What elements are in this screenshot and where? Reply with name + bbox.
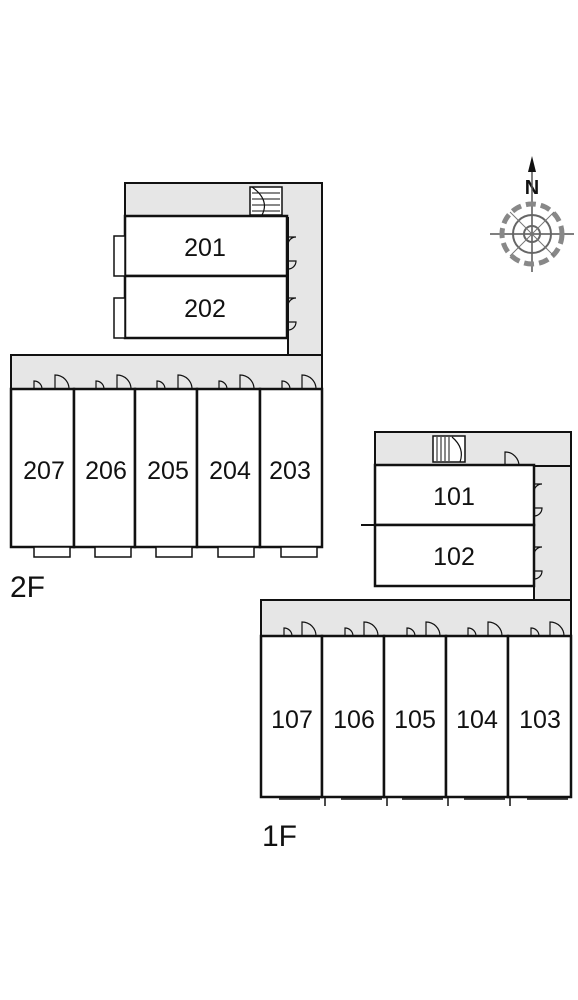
unit-label-107: 107 <box>271 706 313 734</box>
door-icon <box>287 236 297 331</box>
door-icon <box>504 451 520 467</box>
floor-label-2f: 2F <box>10 571 45 604</box>
unit-label-203: 203 <box>269 457 311 485</box>
unit-label-103: 103 <box>519 706 561 734</box>
unit-label-106: 106 <box>333 706 375 734</box>
unit-label-102: 102 <box>433 543 475 571</box>
unit-206[interactable] <box>72 387 137 549</box>
unit-label-206: 206 <box>85 457 127 485</box>
unit-label-207: 207 <box>23 457 65 485</box>
unit-205[interactable] <box>133 387 199 549</box>
floor-1-lower-block: 107 106 105 104 103 1F <box>259 599 573 853</box>
unit-label-202: 202 <box>184 295 226 323</box>
unit-label-205: 205 <box>147 457 189 485</box>
unit-label-105: 105 <box>394 706 436 734</box>
balcony-row-1f <box>279 797 568 806</box>
unit-label-101: 101 <box>433 483 475 511</box>
unit-104[interactable] <box>444 634 510 799</box>
stair-icon <box>249 186 283 216</box>
balcony-202 <box>113 297 126 339</box>
unit-105[interactable] <box>382 634 448 799</box>
door-icon <box>33 374 317 390</box>
compass-icon: N <box>490 156 574 272</box>
unit-label-201: 201 <box>184 234 226 262</box>
balcony-201 <box>113 235 126 277</box>
unit-207[interactable] <box>9 387 76 549</box>
unit-204[interactable] <box>195 387 262 549</box>
door-icon <box>283 621 565 637</box>
unit-label-104: 104 <box>456 706 498 734</box>
floor-2-upper-block: 201 202 <box>113 182 323 358</box>
unit-102[interactable] <box>373 523 536 588</box>
unit-label-204: 204 <box>209 457 251 485</box>
floor-label-1f: 1F <box>262 820 297 853</box>
balcony-row-2f <box>33 546 318 558</box>
floor-1-upper-block: 101 102 <box>361 431 572 601</box>
walkway-1f-lower <box>260 599 572 637</box>
walkway-1f-upper <box>374 431 572 467</box>
floor-2-lower-block: 207 206 205 204 203 2F <box>9 354 324 604</box>
unit-103[interactable] <box>506 634 573 799</box>
walkway-2f-lower <box>10 354 323 391</box>
door-icon <box>533 483 543 580</box>
stair-icon <box>432 435 466 463</box>
